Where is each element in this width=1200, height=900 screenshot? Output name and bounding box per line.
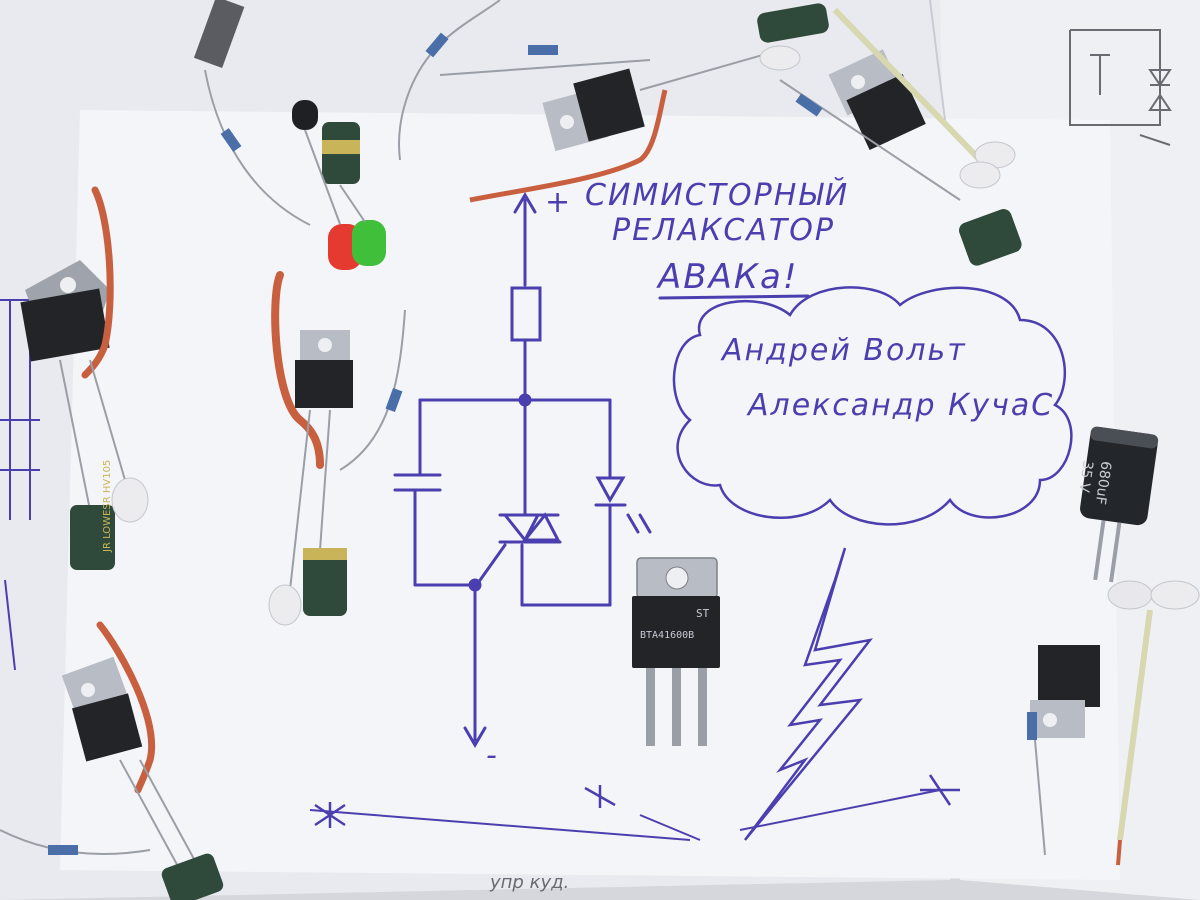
cap-value-label: 680uF [1092,460,1114,505]
corner-sketch-top-right [1069,29,1172,146]
title-line2-text: РЕЛАКСАТОР [612,213,835,248]
paper-sheet-main [60,110,1120,880]
top-left-led-cluster [193,0,501,270]
left-assembly: JR LOWESR HV105 [20,186,149,570]
left-cap-label: JR LOWESR HV105 [102,460,113,553]
right-relaxator-assembly [1027,580,1200,866]
triac-model-label: BTA41600B [640,630,694,641]
triac-bta41-component: ST BTA41600B [632,557,720,746]
triac-brand-label: ST [696,607,710,620]
lightning-rays [309,789,941,841]
paper-edge-line [929,0,946,121]
bottom-doodle-text: упр куд. [489,872,569,893]
schematic-triac-symbol [501,513,541,543]
plus-sign-text: + [545,185,572,220]
author-cloud-outline [672,286,1073,526]
top-center-assembly [439,3,829,203]
author2-text: Александр КучаС [746,388,1054,423]
cap-voltage-label: 35 V [1075,460,1095,494]
top-right-assembly [779,7,1022,266]
lightning-bolt-drawing [744,547,873,841]
minus-sign-text: - [486,738,499,773]
center-left-assembly [268,271,406,626]
schematic-led-symbol [595,476,626,504]
green-led [352,220,386,266]
left-edge-sketch [0,299,40,671]
hand-drawn-schematic [393,192,810,748]
bottom-left-assembly [0,621,224,900]
title-line3-text: АВАКа! [656,257,798,297]
title-line1-text: СИМИСТОРНЫЙ [585,177,849,213]
star-marks [314,774,960,828]
capacitor-680uf: 680uF 35 V [1075,426,1159,583]
author1-text: Андрей Вольт [720,333,967,368]
